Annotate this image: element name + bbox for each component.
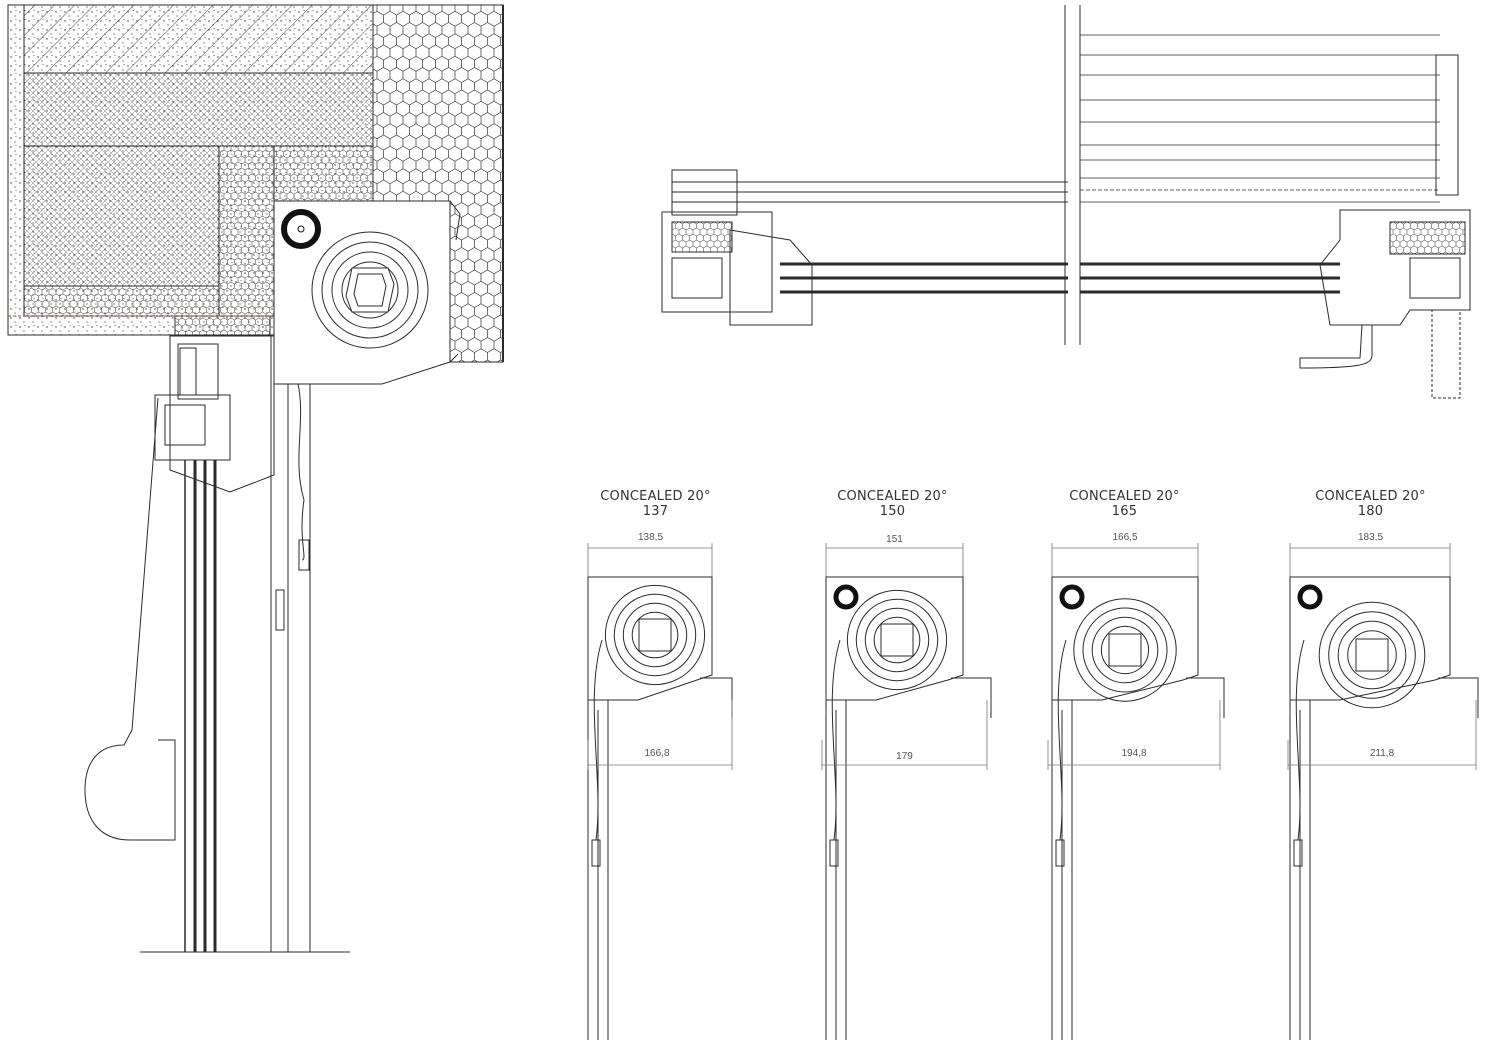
variant-4-axle (1355, 638, 1389, 672)
variant-2-bottom-slat (829, 839, 839, 867)
variant-3-bracket (1186, 677, 1225, 718)
variant-4-coil-ring-3 (1337, 620, 1407, 690)
variant-3-bottom-slat (1055, 839, 1065, 867)
variant-1-slat-chain (593, 639, 603, 841)
variant-2-title: CONCEALED 20° (837, 489, 948, 504)
variant-3-coil-ring-2 (1082, 607, 1168, 693)
variant-3-coil-ring-1 (1073, 598, 1177, 702)
variant-3-coil-ring-3 (1091, 616, 1159, 684)
variant-2-coil-ring-2 (855, 598, 939, 682)
variant-3-top-dim: 166,5 (1112, 532, 1138, 543)
variant-4-slat-chain (1295, 639, 1305, 841)
variant-2-bracket (951, 677, 992, 718)
variant-2-bottom-dim: 179 (896, 751, 913, 762)
variant-2-ring-icon (833, 584, 859, 610)
variant-1-coil-ring-4 (631, 611, 679, 659)
variant-3-axle (1108, 633, 1142, 667)
variant-4-title: CONCEALED 20° (1315, 489, 1426, 504)
variant-1-axle (638, 618, 672, 652)
variant-3-size: 165 (1111, 504, 1138, 519)
variant-1-title: CONCEALED 20° (600, 489, 711, 504)
variant-2-coil-ring-1 (846, 589, 948, 691)
variant-2-size: 150 (879, 504, 906, 519)
variant-4-bracket (1438, 677, 1479, 718)
variant-1-top-dim: 138,5 (637, 532, 664, 543)
variant-1-coil-ring-2 (613, 593, 697, 677)
variant-2-coil-ring-4 (873, 616, 921, 664)
variant-3-ring-icon (1059, 584, 1085, 610)
variant-1-box-outline (587, 576, 713, 701)
variant-1-bottom-slat (591, 839, 601, 867)
variant-4-coil-ring-1 (1318, 601, 1426, 709)
variant-4-ring-icon (1297, 584, 1323, 610)
variant-1-bottom-dim: 166,8 (644, 748, 670, 759)
variant-4-top-dim: 183,5 (1357, 532, 1384, 543)
variant-1-size: 137 (642, 504, 669, 519)
variant-1-coil-ring-3 (622, 602, 688, 668)
variant-4-coil-ring-2 (1328, 611, 1416, 699)
variant-3-title: CONCEALED 20° (1069, 489, 1180, 504)
variant-4-size: 180 (1357, 504, 1384, 519)
variant-1-coil-ring-1 (604, 584, 706, 686)
variant-1-bracket (700, 677, 733, 718)
vertical-section (7, 4, 504, 953)
variant-2-slat-chain (831, 639, 841, 841)
horizontal-section (661, 5, 1471, 399)
variant-4-bottom-dim: 211,8 (1369, 748, 1395, 759)
variant-3-slat-chain (1057, 639, 1067, 841)
variant-4-coil-ring-4 (1347, 630, 1397, 680)
variant-2-axle (880, 623, 914, 657)
variant-4-bottom-slat (1293, 839, 1303, 867)
variants-group (587, 543, 1479, 1040)
variant-3-bottom-dim: 194,8 (1121, 748, 1147, 759)
variant-2-top-dim: 151 (886, 534, 903, 545)
variant-2-coil-ring-3 (864, 607, 930, 673)
variant-3-coil-ring-4 (1100, 625, 1150, 675)
